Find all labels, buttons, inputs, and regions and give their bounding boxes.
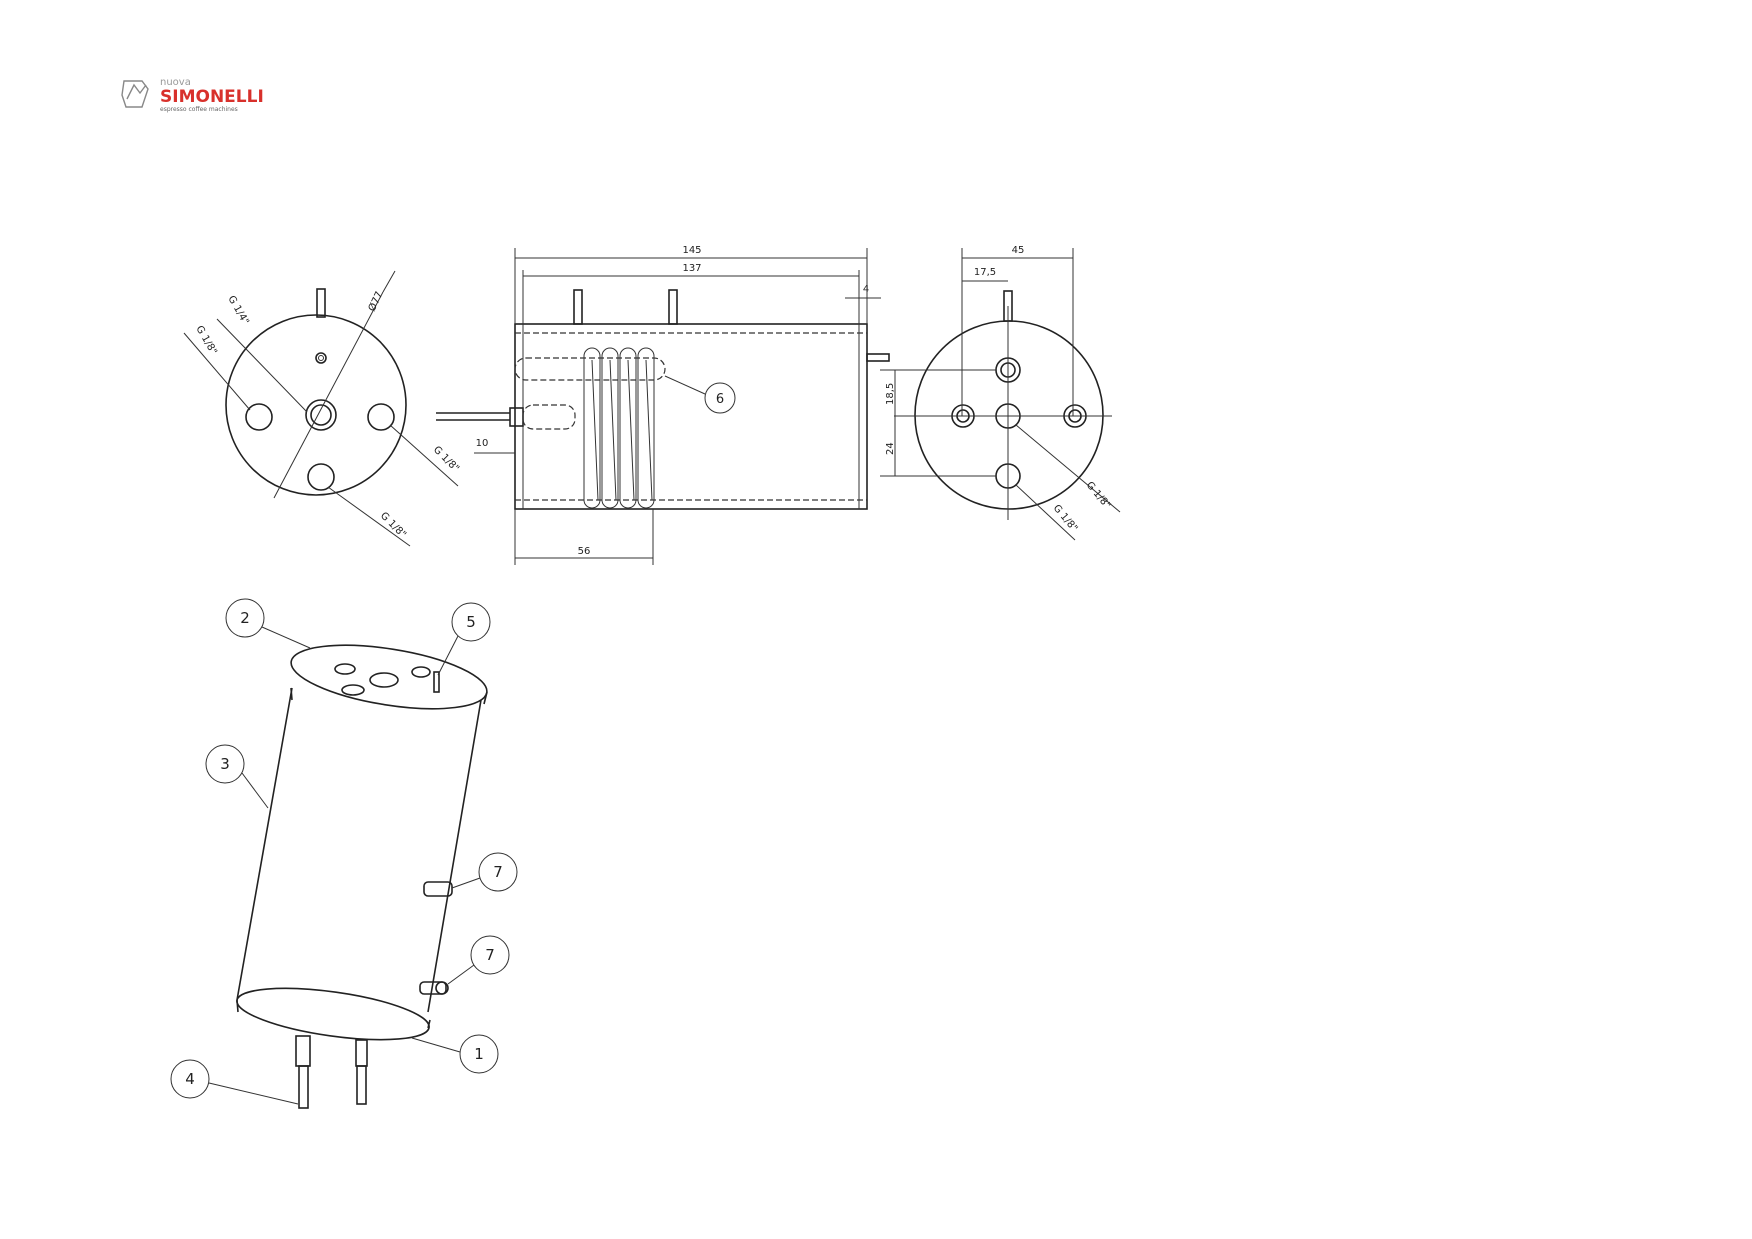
label-g18-a: G 1/8"	[1084, 480, 1113, 511]
label-g18-left: G 1/8"	[193, 324, 218, 357]
dim-width: 45	[1012, 245, 1025, 256]
right-end-view: 45 17,5 18,5 24 G 1/8" G 1/8"	[880, 245, 1121, 541]
left-end-view: G 1/4" G 1/8" Ø77 G 1/8" G 1/8"	[183, 270, 461, 547]
logo-brand: SIMONELLI	[160, 87, 264, 107]
label-g18-bottom: G 1/8"	[378, 510, 408, 540]
callout-7-lower: 7	[485, 946, 495, 964]
callout-3: 3	[220, 755, 230, 773]
logo-prefix: nuova	[160, 77, 191, 88]
callout-6: 6	[716, 392, 724, 407]
side-view: 145 137 4 10 56 6	[436, 245, 890, 565]
logo: nuova SIMONELLI espresso coffee machines	[121, 77, 264, 113]
callout-4: 4	[185, 1070, 195, 1088]
dim-lower: 24	[885, 442, 896, 455]
logo-tagline: espresso coffee machines	[160, 106, 238, 113]
heating-coil	[514, 347, 666, 509]
dim-coil: 56	[578, 546, 591, 557]
label-g18-b: G 1/8"	[1051, 503, 1080, 534]
callout-2: 2	[240, 609, 250, 627]
logo-mark	[121, 80, 149, 108]
dim-wall: 4	[863, 284, 869, 295]
callout-1: 1	[474, 1045, 484, 1063]
callout-7-upper: 7	[493, 863, 503, 881]
isometric-view: 2 5 3 7 7 1 4	[170, 598, 518, 1109]
callout-5: 5	[466, 613, 476, 631]
dim-overall: 145	[682, 245, 701, 256]
dim-offset: 17,5	[974, 267, 996, 278]
label-g14: G 1/4"	[225, 294, 250, 327]
label-g18-right: G 1/8"	[431, 444, 461, 474]
dim-upper: 18,5	[885, 383, 896, 405]
dim-spout: 10	[476, 438, 489, 449]
dim-inner: 137	[682, 263, 701, 274]
